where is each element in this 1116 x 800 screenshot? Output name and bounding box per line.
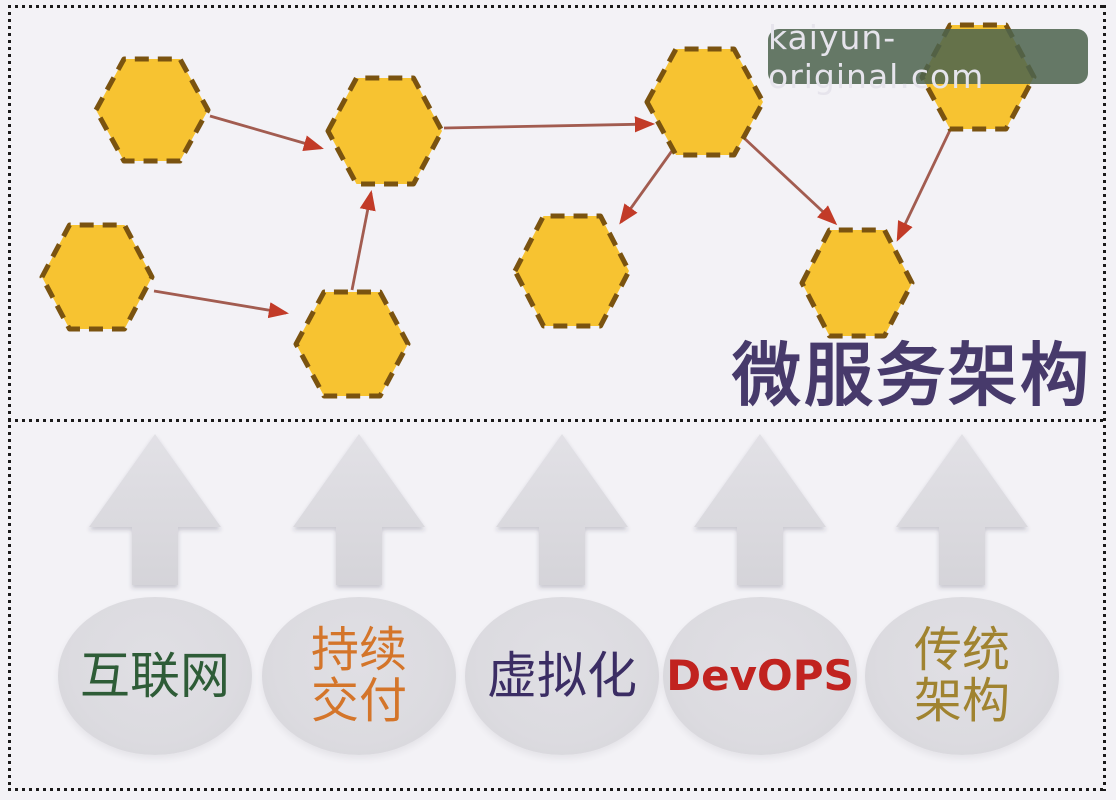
factor-up-arrows	[89, 434, 1028, 585]
hexagon-node	[644, 46, 766, 158]
watermark-text: kaiyun-original.com	[768, 17, 985, 96]
connection-arrow	[443, 116, 656, 133]
frame-border-top	[8, 5, 1106, 8]
factor-ellipse: 持续交付	[262, 597, 456, 755]
connection-arrow	[619, 147, 676, 225]
hexagon-node	[93, 56, 211, 164]
frame-border-left	[8, 5, 11, 791]
factor-ellipse: 互联网	[58, 597, 252, 755]
hexagon-node	[325, 75, 445, 187]
factor-ellipse: DevOPS	[663, 597, 857, 755]
connection-arrow	[896, 125, 954, 242]
factor-label: 交付	[310, 673, 407, 729]
diagram-title: 微服务架构	[732, 336, 1092, 416]
connection-arrow	[153, 289, 289, 319]
factor-ellipse: 虚拟化	[465, 597, 659, 755]
up-arrow	[896, 434, 1028, 585]
factor-label: 互联网	[80, 646, 230, 705]
factor-ellipse: 传统架构	[865, 597, 1059, 755]
microservices-network-diagram	[39, 22, 1037, 399]
watermark-badge: kaiyun-original.com	[768, 18, 1088, 96]
hexagon-node	[799, 227, 915, 339]
factor-label: 传统	[913, 622, 1010, 679]
factor-label: 架构	[913, 673, 1010, 729]
connection-arrow	[209, 114, 324, 152]
hexagon-node	[293, 289, 411, 399]
up-arrow	[496, 434, 628, 585]
factor-label: DevOPS	[666, 650, 854, 700]
factor-label: 虚拟化	[487, 646, 637, 705]
frame-border-right	[1103, 5, 1106, 791]
up-arrow	[89, 434, 221, 585]
hexagon-node	[512, 213, 632, 329]
hexagon-node	[39, 222, 155, 332]
connection-arrow	[350, 190, 376, 291]
up-arrow	[694, 434, 826, 585]
section-divider	[8, 419, 1106, 422]
frame-border-bottom	[8, 788, 1106, 791]
connection-arrow	[743, 136, 838, 226]
factor-label: 持续	[310, 622, 407, 679]
up-arrow	[293, 434, 425, 585]
